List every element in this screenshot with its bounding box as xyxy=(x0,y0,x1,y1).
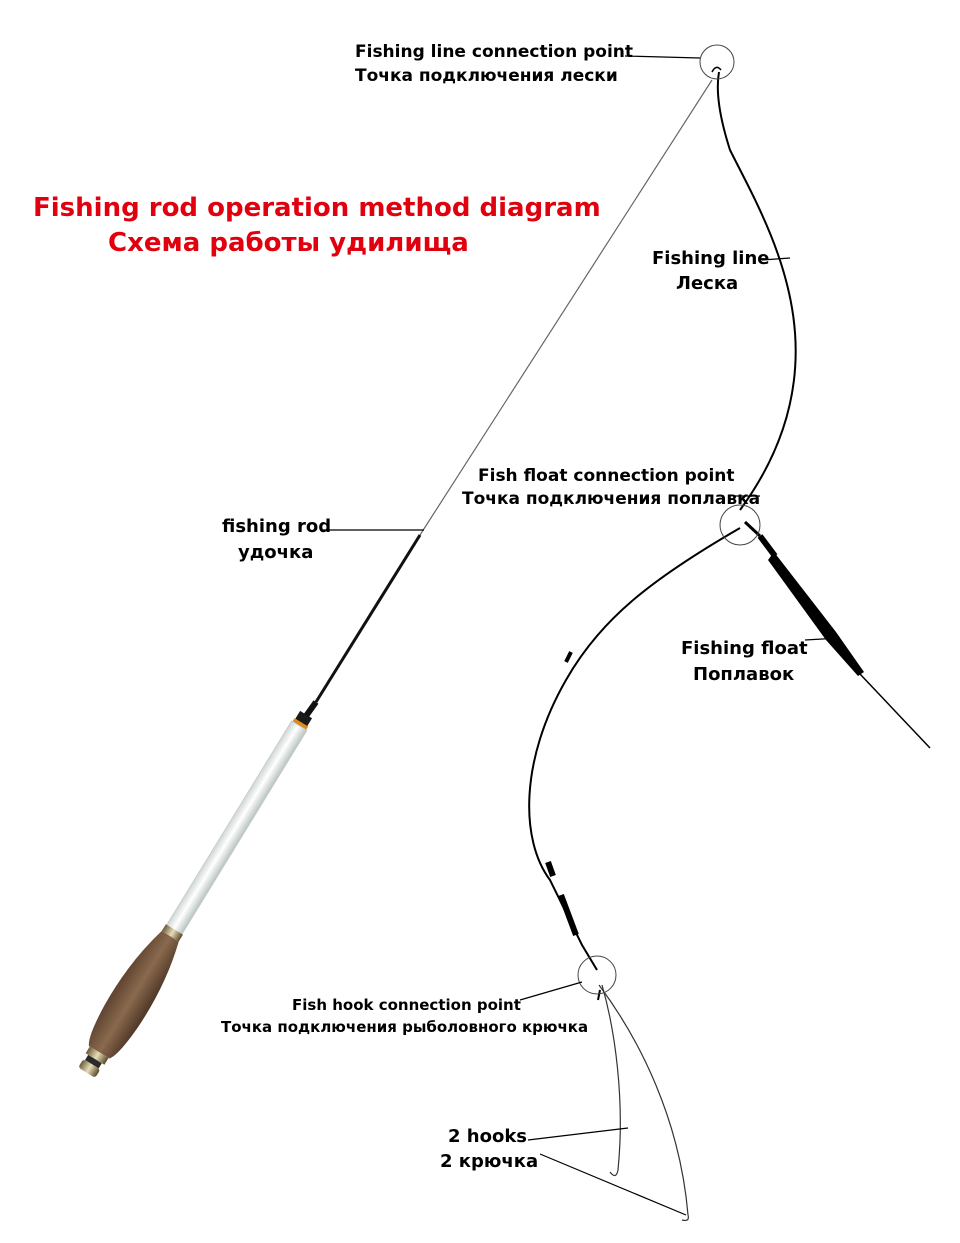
label-float-connection-ru: Точка подключения поплавка xyxy=(462,489,761,509)
diagram-title-en: Fishing rod operation method diagram xyxy=(33,193,601,223)
label-fishing-line-en: Fishing line xyxy=(652,248,770,269)
label-fishing-float-en: Fishing float xyxy=(681,638,808,659)
line-connection-circle xyxy=(699,44,735,80)
hook-connection-circle xyxy=(577,955,617,995)
label-float-connection-en: Fish float connection point xyxy=(478,466,735,486)
rod-blank xyxy=(314,534,422,703)
fishing-line-lower xyxy=(528,527,741,971)
rod-handle xyxy=(165,720,308,936)
hook-leaders xyxy=(597,984,689,1222)
rod-cork-grip xyxy=(88,931,179,1059)
label-fishing-line-ru: Леска xyxy=(676,273,739,294)
label-hooks-ru: 2 крючка xyxy=(440,1151,539,1172)
label-hook-connection-en: Fish hook connection point xyxy=(292,996,521,1014)
sinker-2 xyxy=(558,893,579,937)
float-connection-circle xyxy=(719,504,761,546)
label-leaders xyxy=(322,55,841,1216)
label-line-connection-ru: Точка подключения лески xyxy=(355,66,618,86)
label-fishing-rod-en: fishing rod xyxy=(222,516,332,537)
rod-tip xyxy=(419,79,713,536)
sinker-1 xyxy=(545,860,556,878)
rod-accent-ring xyxy=(292,718,309,730)
rod-handle-collar xyxy=(161,924,183,942)
label-line-connection-en: Fishing line connection point xyxy=(355,42,634,62)
label-fishing-rod-ru: удочка xyxy=(238,542,314,563)
rod-butt-cap xyxy=(85,1046,109,1065)
fishing-rod xyxy=(79,79,713,1077)
label-hook-connection-ru: Точка подключения рыболовного крючка xyxy=(221,1018,589,1036)
tip-connector xyxy=(711,66,722,73)
fishing-line-upper xyxy=(716,71,797,511)
diagram-title-ru: Схема работы удилища xyxy=(108,228,469,258)
rod-ferrule xyxy=(294,710,313,727)
fishing-float xyxy=(743,520,931,749)
label-hooks-en: 2 hooks xyxy=(448,1126,528,1147)
label-fishing-float-ru: Поплавок xyxy=(693,664,795,685)
